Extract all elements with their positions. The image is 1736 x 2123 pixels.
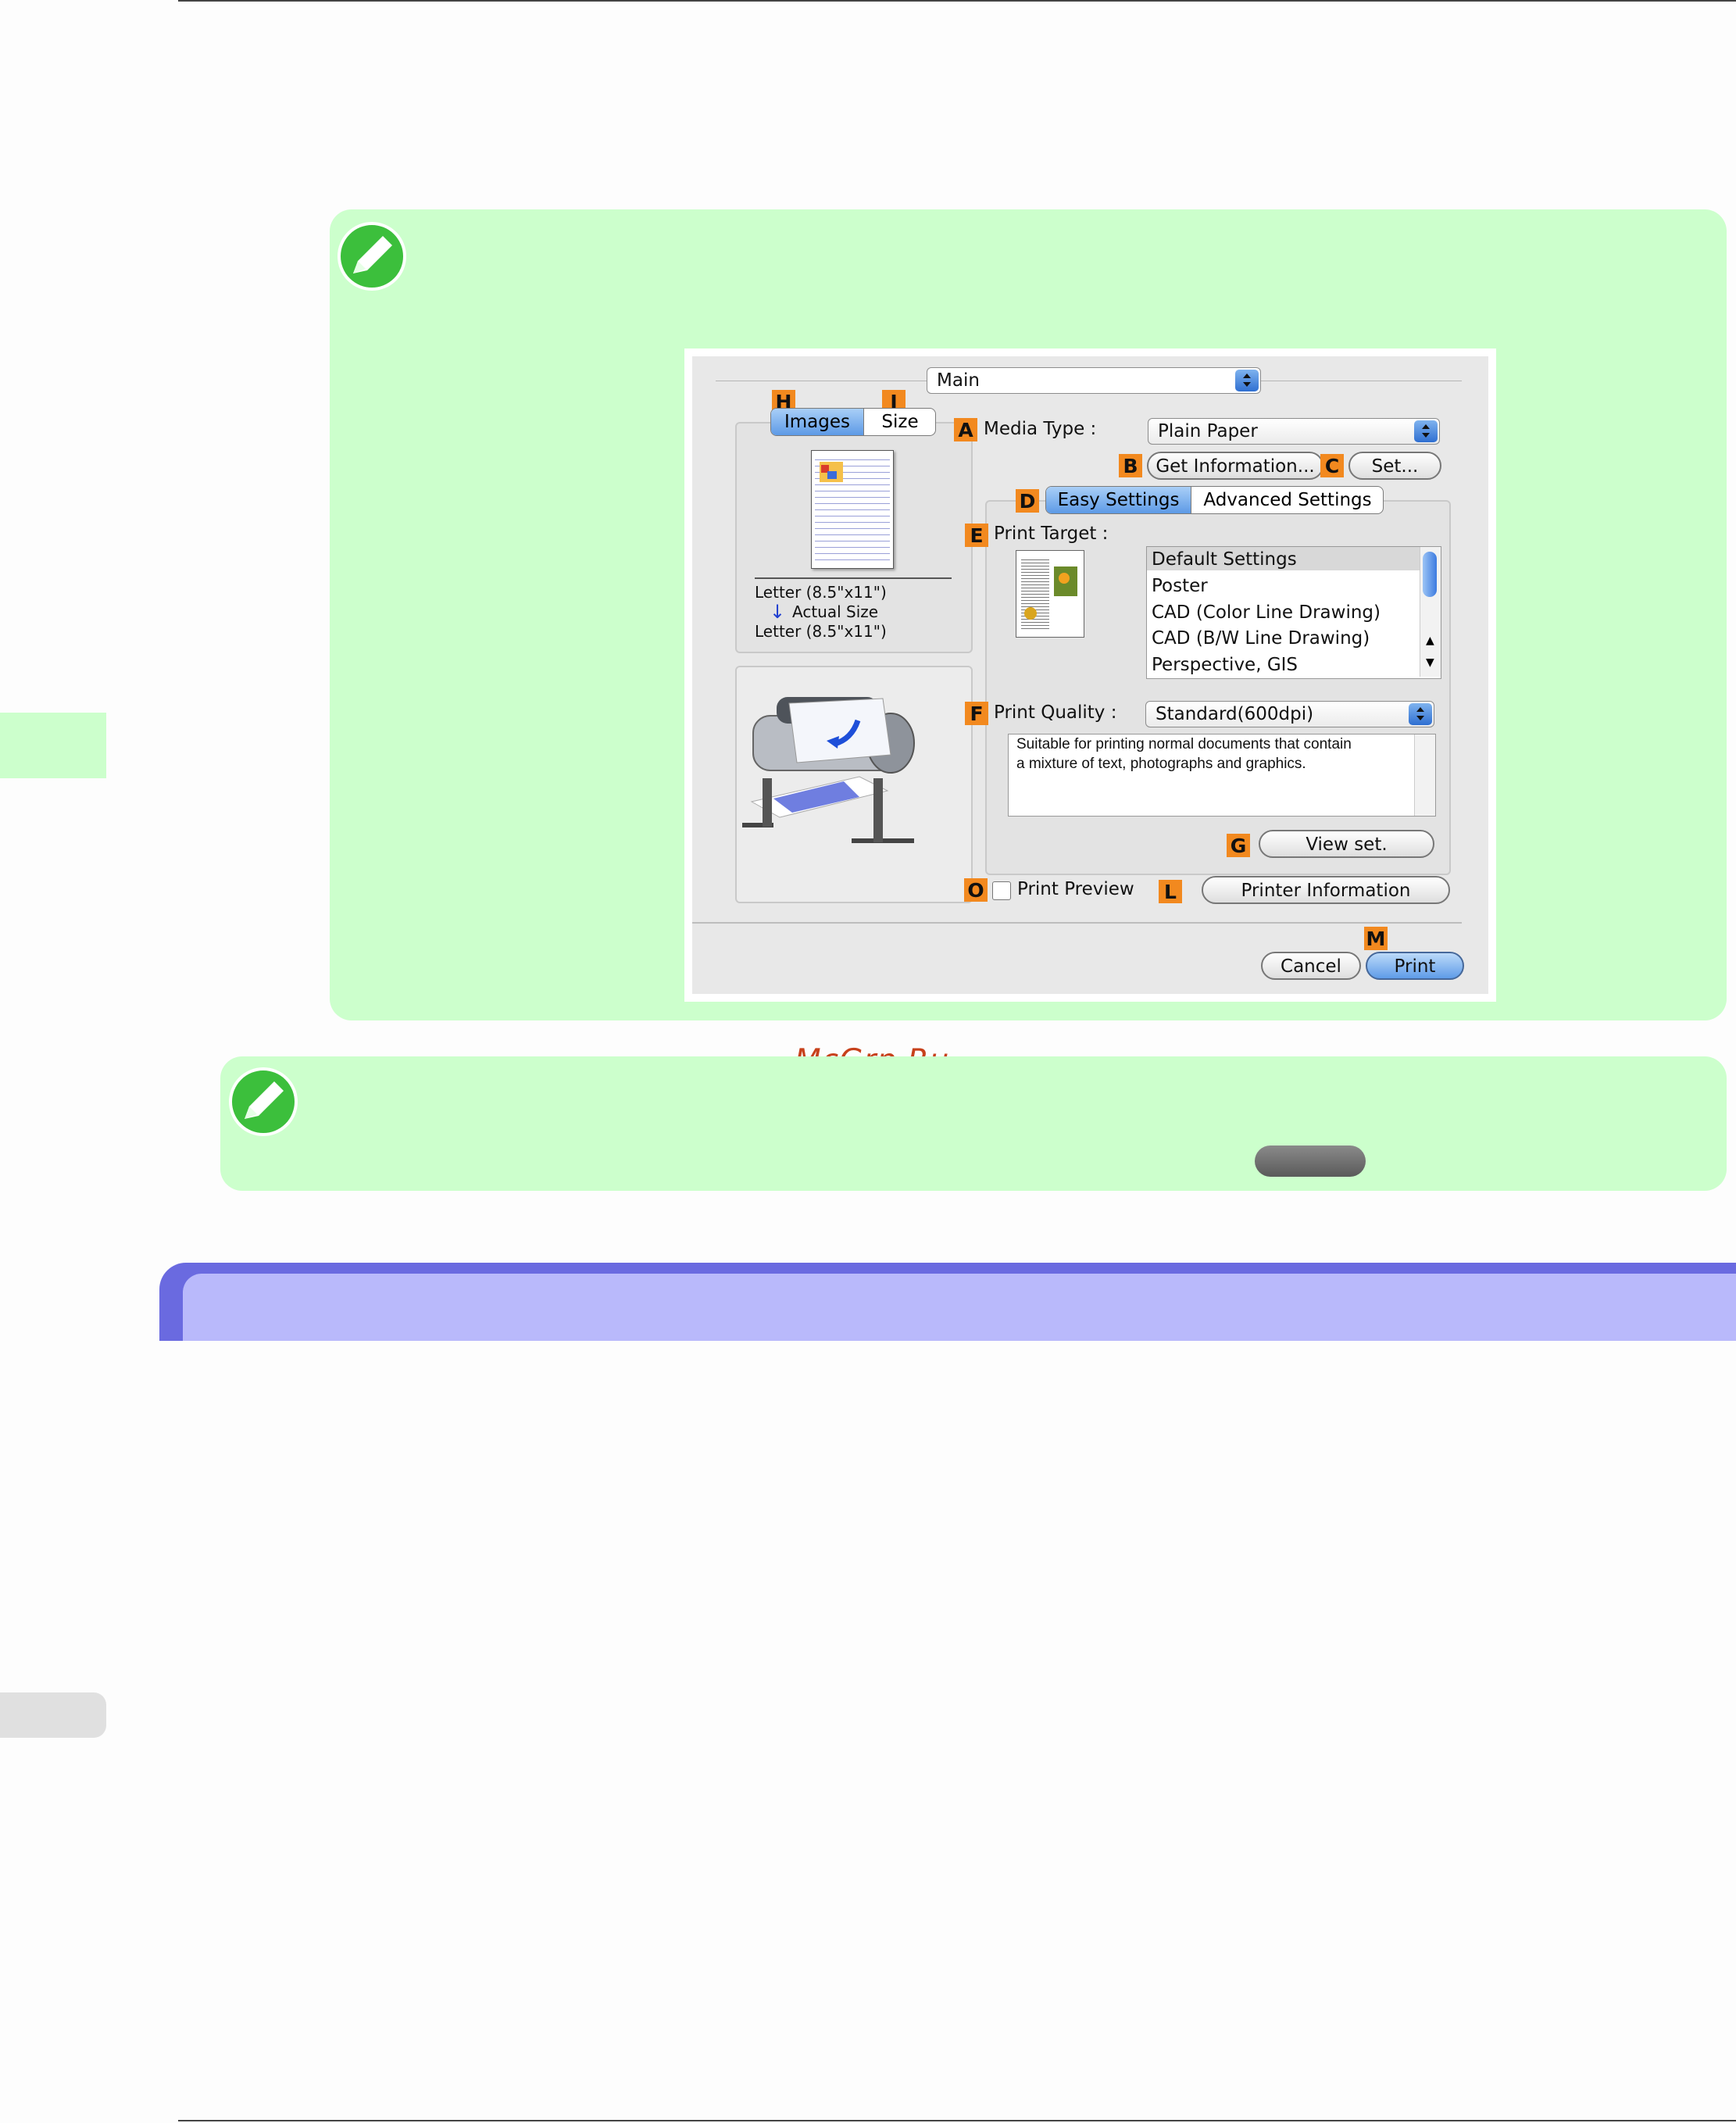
note-pencil-icon — [338, 222, 406, 291]
print-quality-label: Print Quality : — [994, 702, 1117, 723]
tab-size[interactable]: Size — [863, 409, 936, 435]
key-e: E — [965, 524, 988, 547]
print-dialog: Main H I Images Size Letter (8.5"x11") ↓… — [684, 348, 1496, 1002]
scroll-up-icon[interactable]: ▲ — [1426, 634, 1434, 647]
printer-illustration-icon — [742, 697, 915, 843]
dialog-bottom-separator — [692, 922, 1462, 924]
key-o: O — [964, 878, 988, 902]
page-side-tab[interactable] — [0, 1692, 106, 1738]
list-selection-highlight — [1147, 547, 1420, 570]
print-dialog-body: Main H I Images Size Letter (8.5"x11") ↓… — [692, 356, 1488, 994]
thumbnail-chart — [1024, 607, 1037, 620]
media-type-label: Media Type : — [984, 419, 1097, 439]
list-item[interactable]: Default Settings — [1152, 549, 1297, 570]
cancel-button[interactable]: Cancel — [1261, 952, 1361, 980]
key-m: M — [1364, 927, 1388, 950]
bottom-rule — [178, 2120, 1736, 2121]
key-c: C — [1320, 454, 1344, 477]
size-to-label: Letter (8.5"x11") — [755, 622, 887, 641]
get-information-button[interactable]: Get Information... — [1147, 452, 1323, 480]
description-line-2: a mixture of text, photographs and graph… — [1016, 756, 1306, 772]
tab-advanced-settings[interactable]: Advanced Settings — [1191, 487, 1384, 513]
top-rule — [178, 0, 1736, 2]
media-type-select[interactable]: Plain Paper — [1148, 418, 1440, 445]
view-set-button[interactable]: View set. — [1259, 830, 1434, 858]
print-target-label: Print Target : — [994, 524, 1109, 544]
preview-divider — [755, 577, 952, 579]
description-scrollbar[interactable] — [1414, 734, 1435, 816]
tab-easy-settings[interactable]: Easy Settings — [1046, 487, 1191, 513]
reference-link-button[interactable] — [1255, 1145, 1366, 1177]
page-thumbnail — [811, 450, 894, 569]
size-from-label: Letter (8.5"x11") — [755, 583, 887, 602]
thumbnail-text-lines — [1021, 557, 1049, 631]
key-g: G — [1227, 834, 1250, 857]
scroll-down-icon[interactable]: ▼ — [1426, 656, 1434, 669]
chapter-side-tab[interactable] — [0, 713, 106, 778]
print-target-thumbnail — [1016, 550, 1084, 638]
list-item[interactable]: Poster — [1152, 576, 1208, 596]
description-line-1: Suitable for printing normal documents t… — [1016, 736, 1352, 752]
popup-arrows-icon — [1235, 370, 1259, 391]
list-scrollbar[interactable]: ▲ ▼ — [1420, 547, 1441, 677]
print-preview-label: Print Preview — [1017, 879, 1134, 899]
key-l: L — [1159, 880, 1182, 903]
popup-arrows-icon — [1409, 703, 1432, 725]
media-type-value: Plain Paper — [1158, 421, 1258, 441]
section-heading-bar-inner — [183, 1274, 1736, 1341]
key-d: D — [1016, 489, 1039, 513]
main-popup[interactable]: Main — [927, 367, 1261, 394]
size-mode-label: Actual Size — [792, 602, 879, 621]
printer-information-button[interactable]: Printer Information — [1202, 876, 1450, 904]
list-item[interactable]: Perspective, GIS — [1152, 655, 1298, 675]
list-item[interactable]: CAD (B/W Line Drawing) — [1152, 628, 1370, 649]
thumbnail-blue-block — [827, 471, 837, 479]
list-item[interactable]: CAD (Color Line Drawing) — [1152, 602, 1381, 623]
print-target-list[interactable]: Default Settings Poster CAD (Color Line … — [1146, 546, 1441, 679]
print-button[interactable]: Print — [1366, 952, 1464, 980]
preview-tabs: Images Size — [770, 408, 936, 436]
print-preview-checkbox[interactable] — [992, 881, 1011, 900]
print-quality-select[interactable]: Standard(600dpi) — [1145, 701, 1434, 727]
main-popup-label: Main — [937, 370, 980, 391]
thumbnail-red-block — [821, 465, 829, 473]
key-a: A — [954, 418, 977, 441]
arrow-down-icon: ↓ — [770, 601, 786, 623]
thumbnail-flower — [1059, 573, 1070, 584]
popup-arrows-icon — [1414, 420, 1438, 442]
print-quality-value: Standard(600dpi) — [1156, 704, 1314, 724]
key-f: F — [965, 702, 988, 725]
set-button[interactable]: Set... — [1348, 452, 1441, 480]
note-box-tip — [220, 1056, 1727, 1191]
note-pencil-icon — [229, 1067, 298, 1136]
scrollbar-thumb[interactable] — [1423, 552, 1437, 597]
tab-images[interactable]: Images — [771, 409, 863, 435]
settings-tabs: Easy Settings Advanced Settings — [1045, 486, 1384, 514]
key-b: B — [1119, 454, 1142, 477]
quality-description-box: Suitable for printing normal documents t… — [1008, 734, 1436, 817]
